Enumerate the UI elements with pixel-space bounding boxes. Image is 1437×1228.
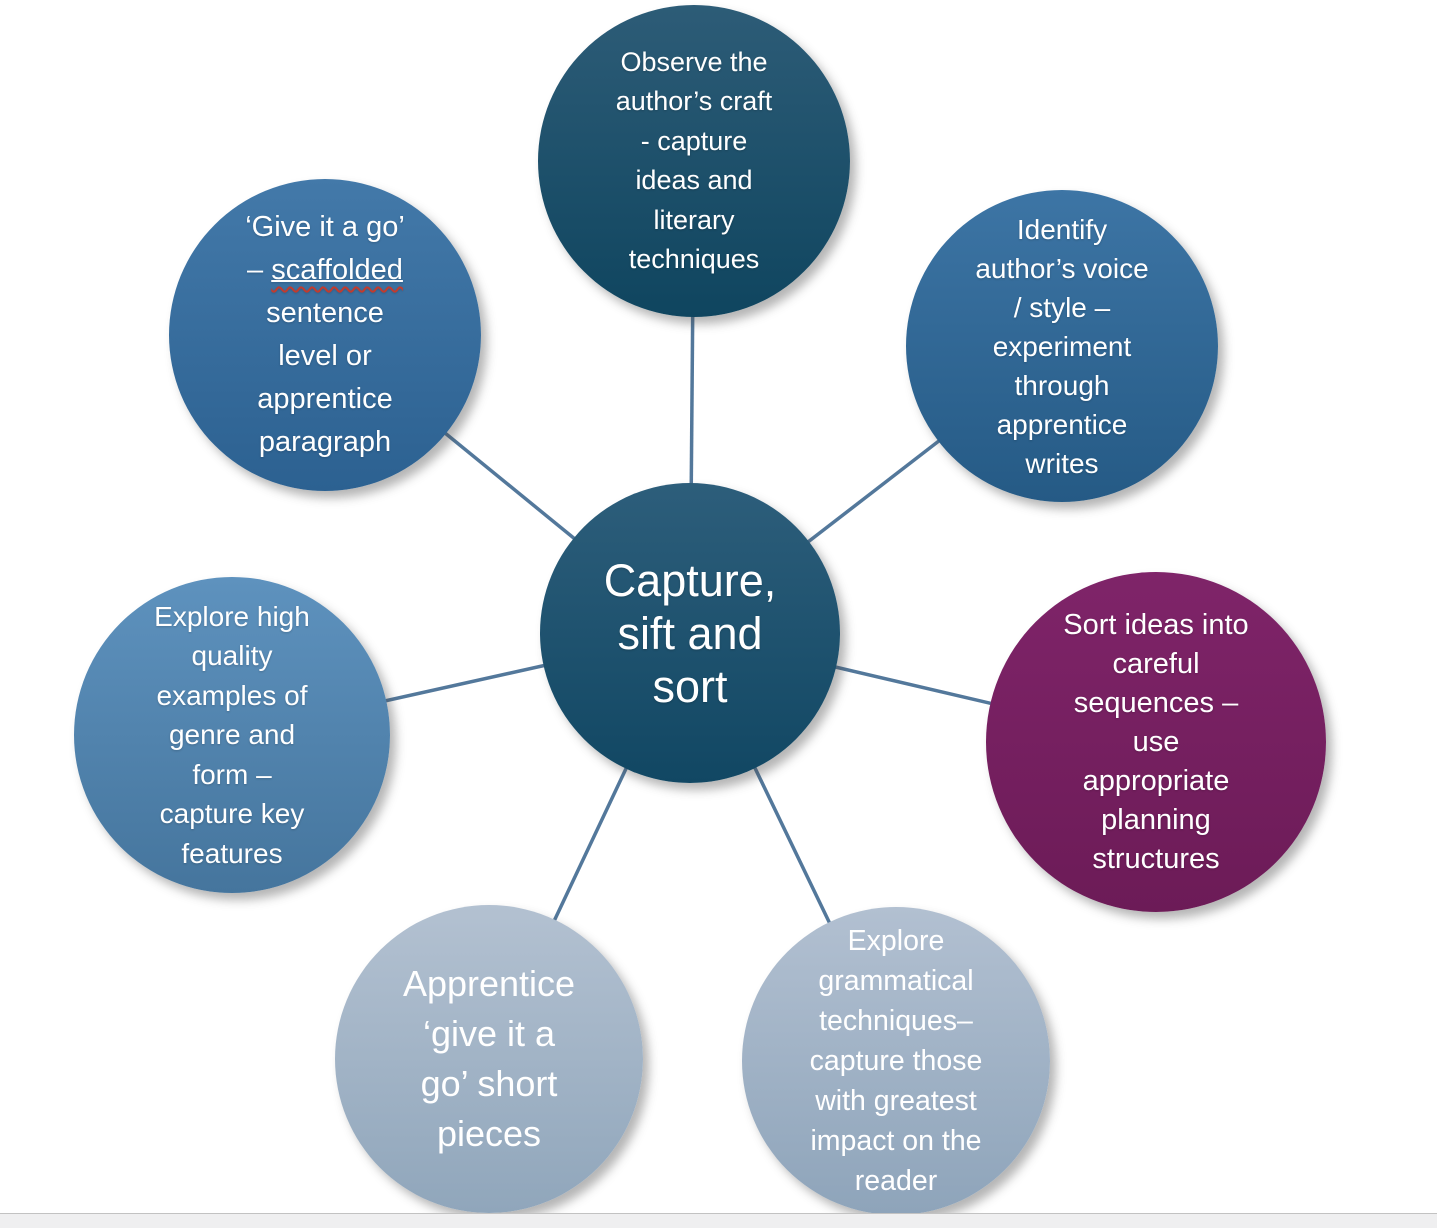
- give-go-label-post: sentence level or apprentice paragraph: [257, 297, 393, 458]
- give-go-label-pre: ‘Give it a go’ –: [245, 211, 405, 286]
- node-give-it-a-go-scaffolded[interactable]: ‘Give it a go’ – scaffolded sentence lev…: [169, 179, 481, 491]
- node-center-label: Capture, sift and sort: [603, 554, 777, 712]
- node-sort-ideas-into-sequences[interactable]: Sort ideas into careful sequences – use …: [986, 572, 1326, 912]
- spellcheck-squiggle: scaffolded: [271, 254, 403, 286]
- node-observe-label: Observe the author’s craft - capture ide…: [615, 46, 773, 275]
- node-observe-authors-craft[interactable]: Observe the author’s craft - capture ide…: [538, 5, 850, 317]
- node-identify-authors-voice[interactable]: Identify author’s voice / style – experi…: [906, 190, 1218, 502]
- node-grammar-label: Explore grammatical techniques– capture …: [809, 925, 983, 1197]
- node-apprentice-label: Apprentice ‘give it a go’ short pieces: [402, 963, 576, 1154]
- node-genre-label: Explore high quality examples of genre a…: [154, 600, 310, 869]
- node-apprentice-short-pieces[interactable]: Apprentice ‘give it a go’ short pieces: [335, 905, 643, 1213]
- slide-bottom-edge-strip: [0, 1213, 1437, 1228]
- node-identify-label: Identify author’s voice / style – experi…: [975, 213, 1149, 479]
- node-explore-genre-and-form[interactable]: Explore high quality examples of genre a…: [74, 577, 390, 893]
- node-explore-grammatical-techniques[interactable]: Explore grammatical techniques– capture …: [742, 907, 1050, 1215]
- node-capture-sift-sort[interactable]: Capture, sift and sort: [540, 483, 840, 783]
- node-sort-label: Sort ideas into careful sequences – use …: [1063, 608, 1249, 875]
- node-give-it-a-go-label: ‘Give it a go’ – scaffolded sentence lev…: [245, 206, 405, 464]
- scaffolded-underlined-word: scaffolded: [271, 254, 403, 286]
